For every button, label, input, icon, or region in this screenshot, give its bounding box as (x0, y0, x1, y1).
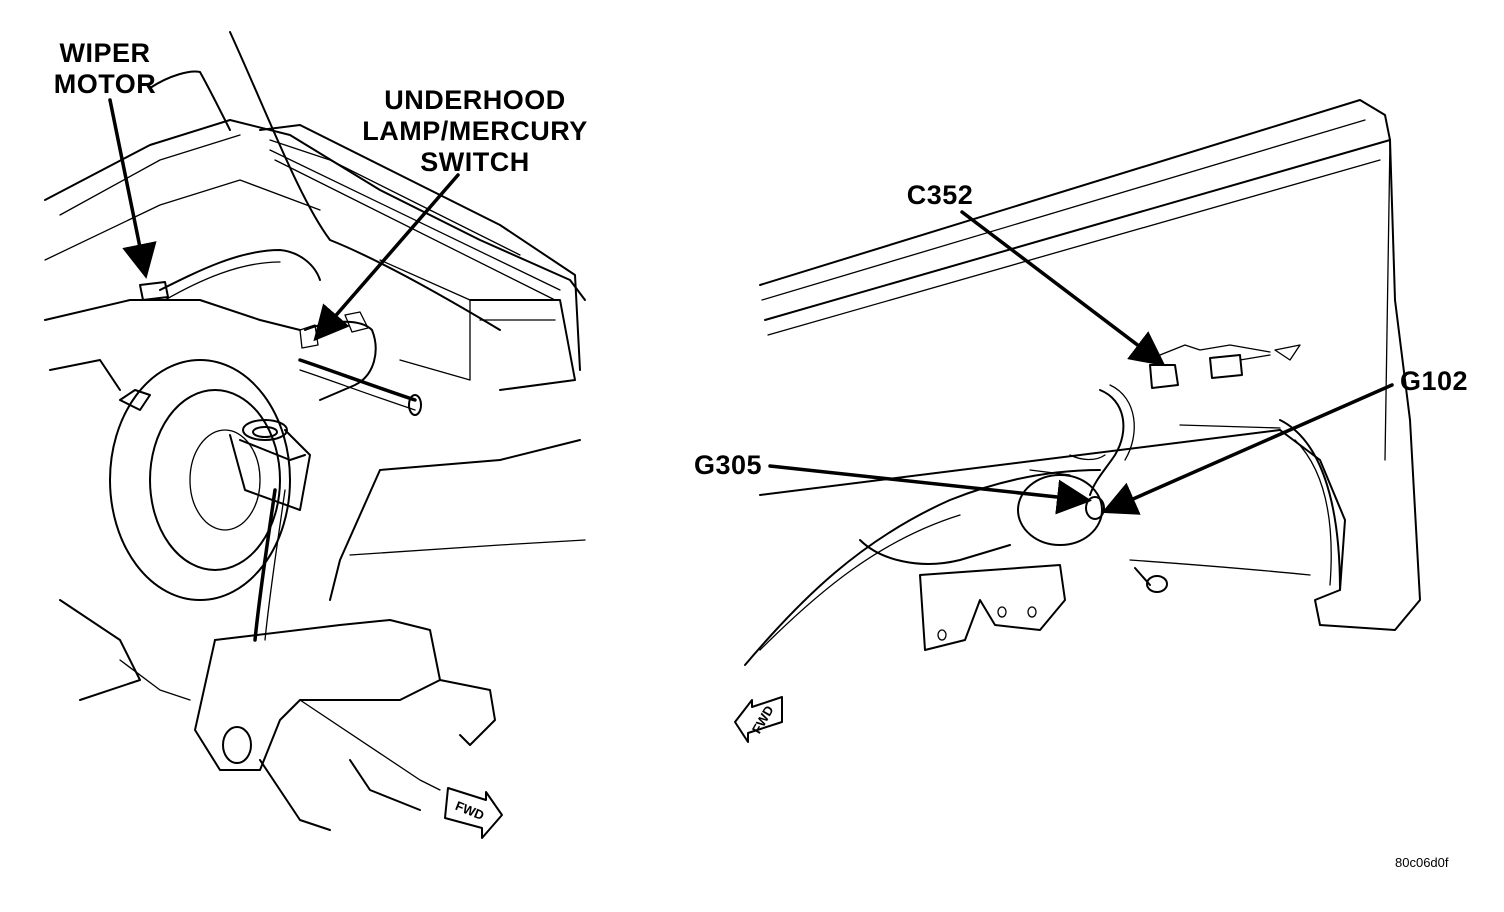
fwd-arrow-right (734, 696, 783, 743)
fender-view (744, 99, 1421, 666)
underhood-lamp-label: UNDERHOOD LAMP/MERCURY SWITCH (362, 85, 588, 177)
g305-label: G305 (693, 450, 763, 480)
g102-label: G102 (1399, 366, 1469, 396)
g305-arrow (768, 464, 1092, 515)
c352-label: C352 (906, 180, 974, 210)
fwd-arrow-left (444, 787, 503, 839)
engine-compartment-view (44, 31, 586, 831)
figure-code: 80c06d0f (1395, 855, 1449, 870)
wiper-motor-arrow (108, 98, 157, 279)
underhood-lamp-arrow (313, 173, 460, 342)
wiper-motor-label: WIPER MOTOR (53, 38, 157, 99)
leader-arrows (108, 98, 1394, 515)
c352-arrow (960, 210, 1166, 367)
g102-arrow (1101, 383, 1394, 515)
